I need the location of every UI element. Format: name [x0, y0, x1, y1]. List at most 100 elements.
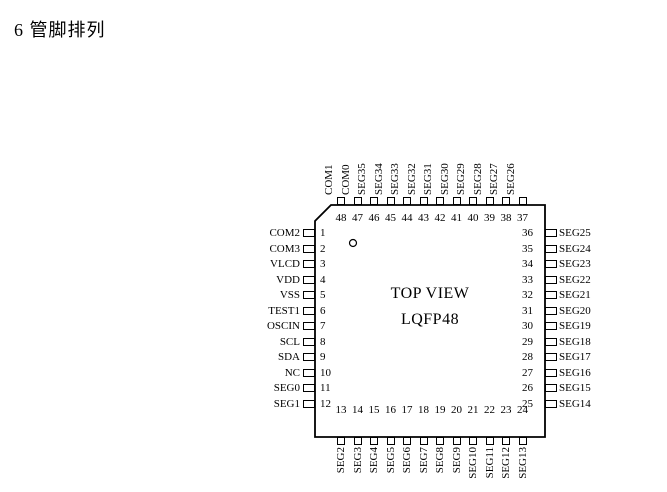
pin-label-bottom: SEG3: [351, 447, 364, 474]
pin-number: 8: [320, 335, 326, 348]
pin-label-top: SEG29: [455, 163, 467, 195]
pin-label-bottom: SEG12: [500, 447, 512, 479]
pin-number: 9: [320, 351, 326, 363]
pin-number: 24: [517, 404, 528, 416]
pin-label-bottom: SEG8: [434, 447, 446, 474]
pin-pad-bottom: [353, 437, 362, 445]
chip-body: [314, 204, 546, 438]
pin-pad-right: [545, 229, 557, 237]
pin-pad-right: [545, 322, 557, 330]
pin-pad-bottom: [452, 437, 461, 445]
pin-pad-top: [386, 197, 395, 205]
pin-number: 17: [401, 404, 413, 416]
pin-number: 25: [522, 397, 533, 410]
pin-pad-left: [303, 368, 315, 377]
pin-label-right: SEG15: [559, 382, 591, 394]
pin-number: 31: [522, 304, 533, 317]
pin-number: 30: [522, 320, 533, 332]
pin-pad-bottom: [386, 437, 395, 445]
pin-number: 19: [434, 404, 446, 416]
pin-label-left: COM2: [269, 227, 300, 239]
pin-pad-right: [545, 353, 557, 361]
pin-number: 47: [352, 212, 363, 224]
pin-number: 23: [500, 404, 512, 416]
pin-pad-right: [545, 306, 557, 315]
pin-number: 28: [522, 351, 533, 363]
pin-pad-top: [452, 197, 461, 205]
pin-number: 27: [522, 366, 533, 379]
pin-label-right: SEG17: [559, 351, 591, 363]
pin-pad-top: [403, 197, 411, 205]
pin-pad-top: [485, 197, 494, 205]
pin-label-top: COM0: [339, 164, 352, 195]
pin-label-top: SEG31: [422, 163, 434, 195]
pin-number: 42: [434, 212, 446, 224]
pin-number: 41: [451, 212, 462, 224]
pin-pad-left: [303, 291, 315, 299]
pin-pad-top: [518, 197, 527, 205]
pin-label-top: SEG32: [405, 163, 418, 195]
pin-label-top: SEG26: [504, 163, 517, 195]
pin-label-bottom: SEG9: [450, 447, 463, 474]
pin-label-right: SEG14: [559, 397, 591, 410]
pin-pad-top: [353, 197, 362, 205]
pin-pad-right: [545, 337, 557, 346]
pin-number: 45: [385, 212, 396, 224]
pin-label-top: SEG35: [356, 163, 368, 195]
pin-label-left: SCL: [279, 335, 300, 348]
pin-number: 39: [484, 212, 495, 224]
pin-number: 14: [352, 404, 363, 416]
pin-number: 2: [320, 242, 326, 255]
pin-label-left: TEST1: [268, 304, 300, 317]
pin-label-top: SEG30: [438, 163, 451, 195]
chip-package-label: LQFP48: [400, 311, 460, 328]
pin-number: 32: [522, 289, 533, 301]
pin-label-left: SDA: [277, 351, 300, 363]
pin-label-right: SEG21: [559, 289, 591, 301]
pin-label-left: VLCD: [270, 258, 300, 270]
chip-outline: [314, 204, 546, 438]
section-title: 6 管脚排列: [14, 20, 106, 40]
pin-number: 6: [320, 304, 326, 317]
pin-label-top: SEG34: [372, 163, 385, 195]
pin-pad-left: [303, 399, 315, 408]
pin-number: 29: [522, 335, 533, 348]
pin-pad-right: [545, 275, 557, 284]
pin-label-top: COM1: [323, 164, 335, 195]
pin-number: 18: [418, 404, 429, 416]
pin-pad-left: [303, 337, 315, 346]
pin-label-bottom: SEG10: [467, 447, 479, 479]
pin-number: 40: [467, 212, 479, 224]
pin1-marker-icon: [348, 238, 358, 248]
pin-label-bottom: SEG6: [401, 447, 413, 474]
pin-label-bottom: SEG7: [417, 447, 430, 474]
pin-pad-right: [545, 260, 557, 268]
pin-number: 21: [467, 404, 479, 416]
pin-pad-top: [419, 197, 428, 205]
pin-label-right: SEG24: [559, 242, 591, 255]
pin-number: 12: [320, 397, 331, 410]
pin-label-left: OSCIN: [266, 320, 300, 332]
pin-label-right: SEG25: [559, 227, 591, 239]
pin-pad-bottom: [436, 437, 444, 445]
pin-label-left: SEG1: [273, 397, 300, 410]
pin-pad-left: [303, 353, 315, 361]
pin-number: 11: [320, 382, 331, 394]
pin-label-bottom: SEG4: [368, 447, 380, 474]
pin-number: 46: [368, 212, 380, 224]
pin-pad-top: [502, 197, 510, 205]
pin-pad-right: [545, 399, 557, 408]
pin-pad-bottom: [469, 437, 477, 445]
pin-pad-left: [303, 384, 315, 392]
pin-label-left: COM3: [269, 242, 300, 255]
pin-pad-left: [303, 275, 315, 284]
pin-pad-bottom: [370, 437, 378, 445]
pin-number: 48: [335, 212, 347, 224]
pin-number: 5: [320, 289, 326, 301]
pin-label-right: SEG16: [559, 366, 591, 379]
chip-center-text: TOP VIEW LQFP48: [315, 285, 545, 329]
pin-label-bottom: SEG13: [516, 447, 529, 479]
pin-label-bottom: SEG2: [335, 447, 347, 474]
pin-label-bottom: SEG5: [384, 447, 397, 474]
